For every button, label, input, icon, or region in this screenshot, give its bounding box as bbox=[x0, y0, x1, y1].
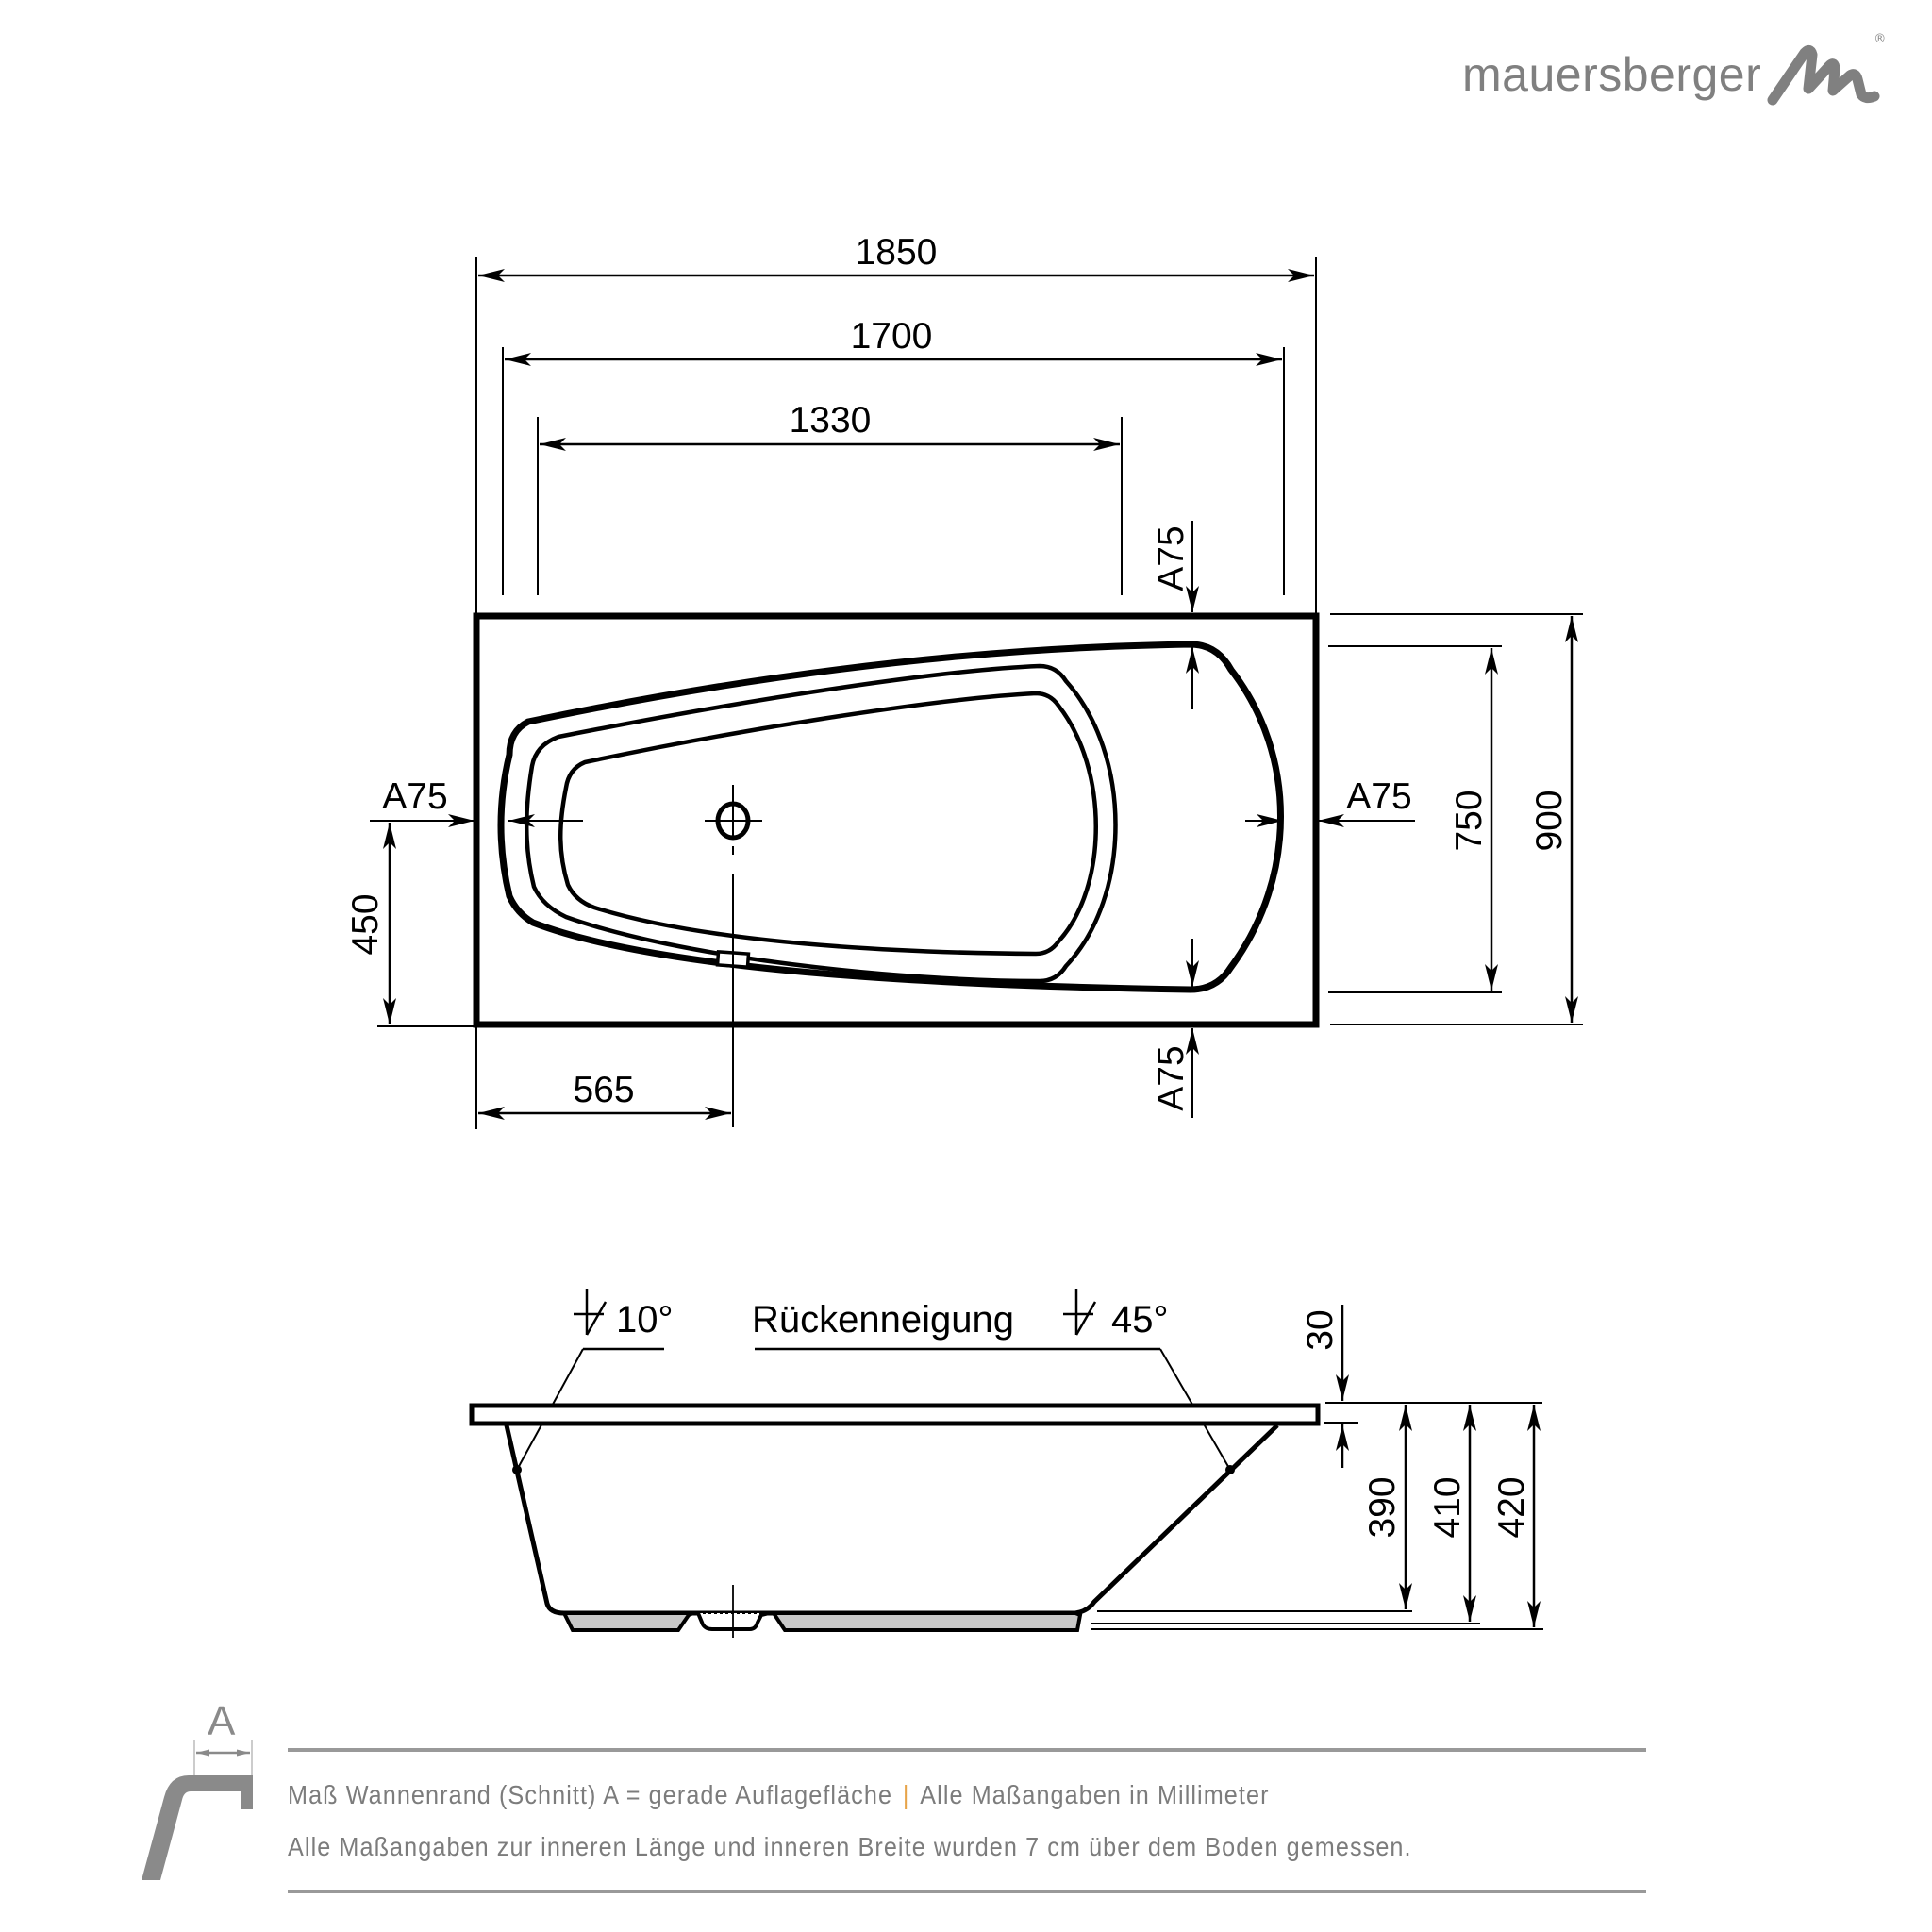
foot-pivot-point bbox=[512, 1465, 522, 1474]
back-incline-label: Rückenneigung bbox=[752, 1299, 1014, 1341]
dim-390-label: 390 bbox=[1362, 1476, 1403, 1538]
foot-angle-annotation: 10° bbox=[516, 1289, 674, 1471]
rim-section-right: A75 bbox=[1245, 776, 1415, 827]
rim-section-bottom-label: A75 bbox=[1151, 1045, 1191, 1110]
dim-drain-offset-y: 450 bbox=[345, 823, 474, 1027]
dim-overall-width: 900 bbox=[1529, 616, 1578, 1023]
rim-section-right-label: A75 bbox=[1346, 776, 1411, 817]
dim-565-label: 565 bbox=[573, 1070, 634, 1110]
rim-section-left: A75 bbox=[370, 776, 583, 827]
rim-section-left-label: A75 bbox=[382, 776, 447, 817]
dim-rim-length: 1700 bbox=[505, 316, 1282, 366]
tub-base-left bbox=[560, 1611, 694, 1632]
back-incline-annotation: Rückenneigung 45° bbox=[752, 1289, 1231, 1471]
back-pivot-point bbox=[1225, 1465, 1235, 1474]
dim-30-label: 30 bbox=[1300, 1309, 1341, 1350]
side-view: 10° Rückenneigung 45° bbox=[469, 1289, 1543, 1638]
dim-rim-width: 750 bbox=[1449, 648, 1498, 991]
legend-line-1: Maß Wannenrand (Schnitt) A = gerade Aufl… bbox=[288, 1780, 1270, 1810]
logo-m-mark-icon bbox=[1767, 44, 1880, 106]
legend-divider-top bbox=[288, 1748, 1646, 1752]
dim-rim-thickness: 30 bbox=[1300, 1305, 1349, 1468]
dim-height-420: 420 bbox=[1491, 1405, 1541, 1627]
tub-outer-outline bbox=[473, 612, 1320, 1028]
dim-depth-390: 390 bbox=[1362, 1405, 1412, 1609]
extension-lines-side bbox=[1091, 1402, 1543, 1630]
back-incline-angle-label: 45° bbox=[1111, 1299, 1169, 1341]
foot-angle-label: 10° bbox=[616, 1299, 674, 1341]
dim-900-label: 900 bbox=[1529, 790, 1570, 851]
legend-rim-definition: Maß Wannenrand (Schnitt) A = gerade Aufl… bbox=[288, 1780, 893, 1809]
section-letter-a: A bbox=[208, 1698, 236, 1744]
dim-750-label: 750 bbox=[1449, 790, 1490, 851]
legend-separator: | bbox=[902, 1780, 910, 1809]
dim-inner-length: 1330 bbox=[540, 400, 1120, 451]
dim-drain-offset-x: 565 bbox=[478, 1070, 731, 1120]
rim-section-top-label: A75 bbox=[1151, 525, 1191, 591]
legend-units-note: Alle Maßangaben in Millimeter bbox=[920, 1780, 1270, 1809]
rim-section-top: A75 bbox=[1151, 521, 1199, 709]
registered-mark: ® bbox=[1874, 32, 1887, 46]
tub-rim-side bbox=[469, 1403, 1321, 1426]
extension-lines-right bbox=[1328, 613, 1583, 1025]
dim-1700-label: 1700 bbox=[851, 316, 933, 357]
tub-base-right bbox=[770, 1611, 1083, 1632]
angle-symbol-icon bbox=[1063, 1289, 1097, 1336]
tub-rim-outline bbox=[497, 641, 1284, 993]
angle-symbol-icon bbox=[574, 1289, 608, 1336]
logo-wordmark: mauersberger bbox=[1462, 48, 1762, 101]
rim-section-bottom: A75 bbox=[1151, 939, 1199, 1118]
dim-depth-410: 410 bbox=[1427, 1405, 1476, 1622]
tub-basin-outline-outer bbox=[525, 663, 1118, 984]
dim-1850-label: 1850 bbox=[856, 232, 938, 273]
dim-410-label: 410 bbox=[1427, 1476, 1468, 1538]
brand-logo: mauersberger ® bbox=[1462, 32, 1886, 108]
legend-divider-bottom bbox=[288, 1890, 1646, 1893]
dim-overall-length: 1850 bbox=[478, 232, 1314, 282]
tub-body-side bbox=[504, 1424, 1279, 1616]
tub-basin-outline-inner bbox=[558, 691, 1098, 957]
dim-450-label: 450 bbox=[345, 893, 386, 955]
dim-420-label: 420 bbox=[1491, 1476, 1532, 1538]
drain-icon bbox=[705, 785, 762, 855]
extension-lines-top bbox=[475, 257, 1317, 614]
rim-section-legend-icon bbox=[142, 1740, 253, 1880]
legend-line-2: Alle Maßangaben zur inneren Länge und in… bbox=[288, 1832, 1412, 1861]
dim-1330-label: 1330 bbox=[790, 400, 872, 441]
plan-view: 1850 1700 1330 bbox=[345, 232, 1583, 1129]
